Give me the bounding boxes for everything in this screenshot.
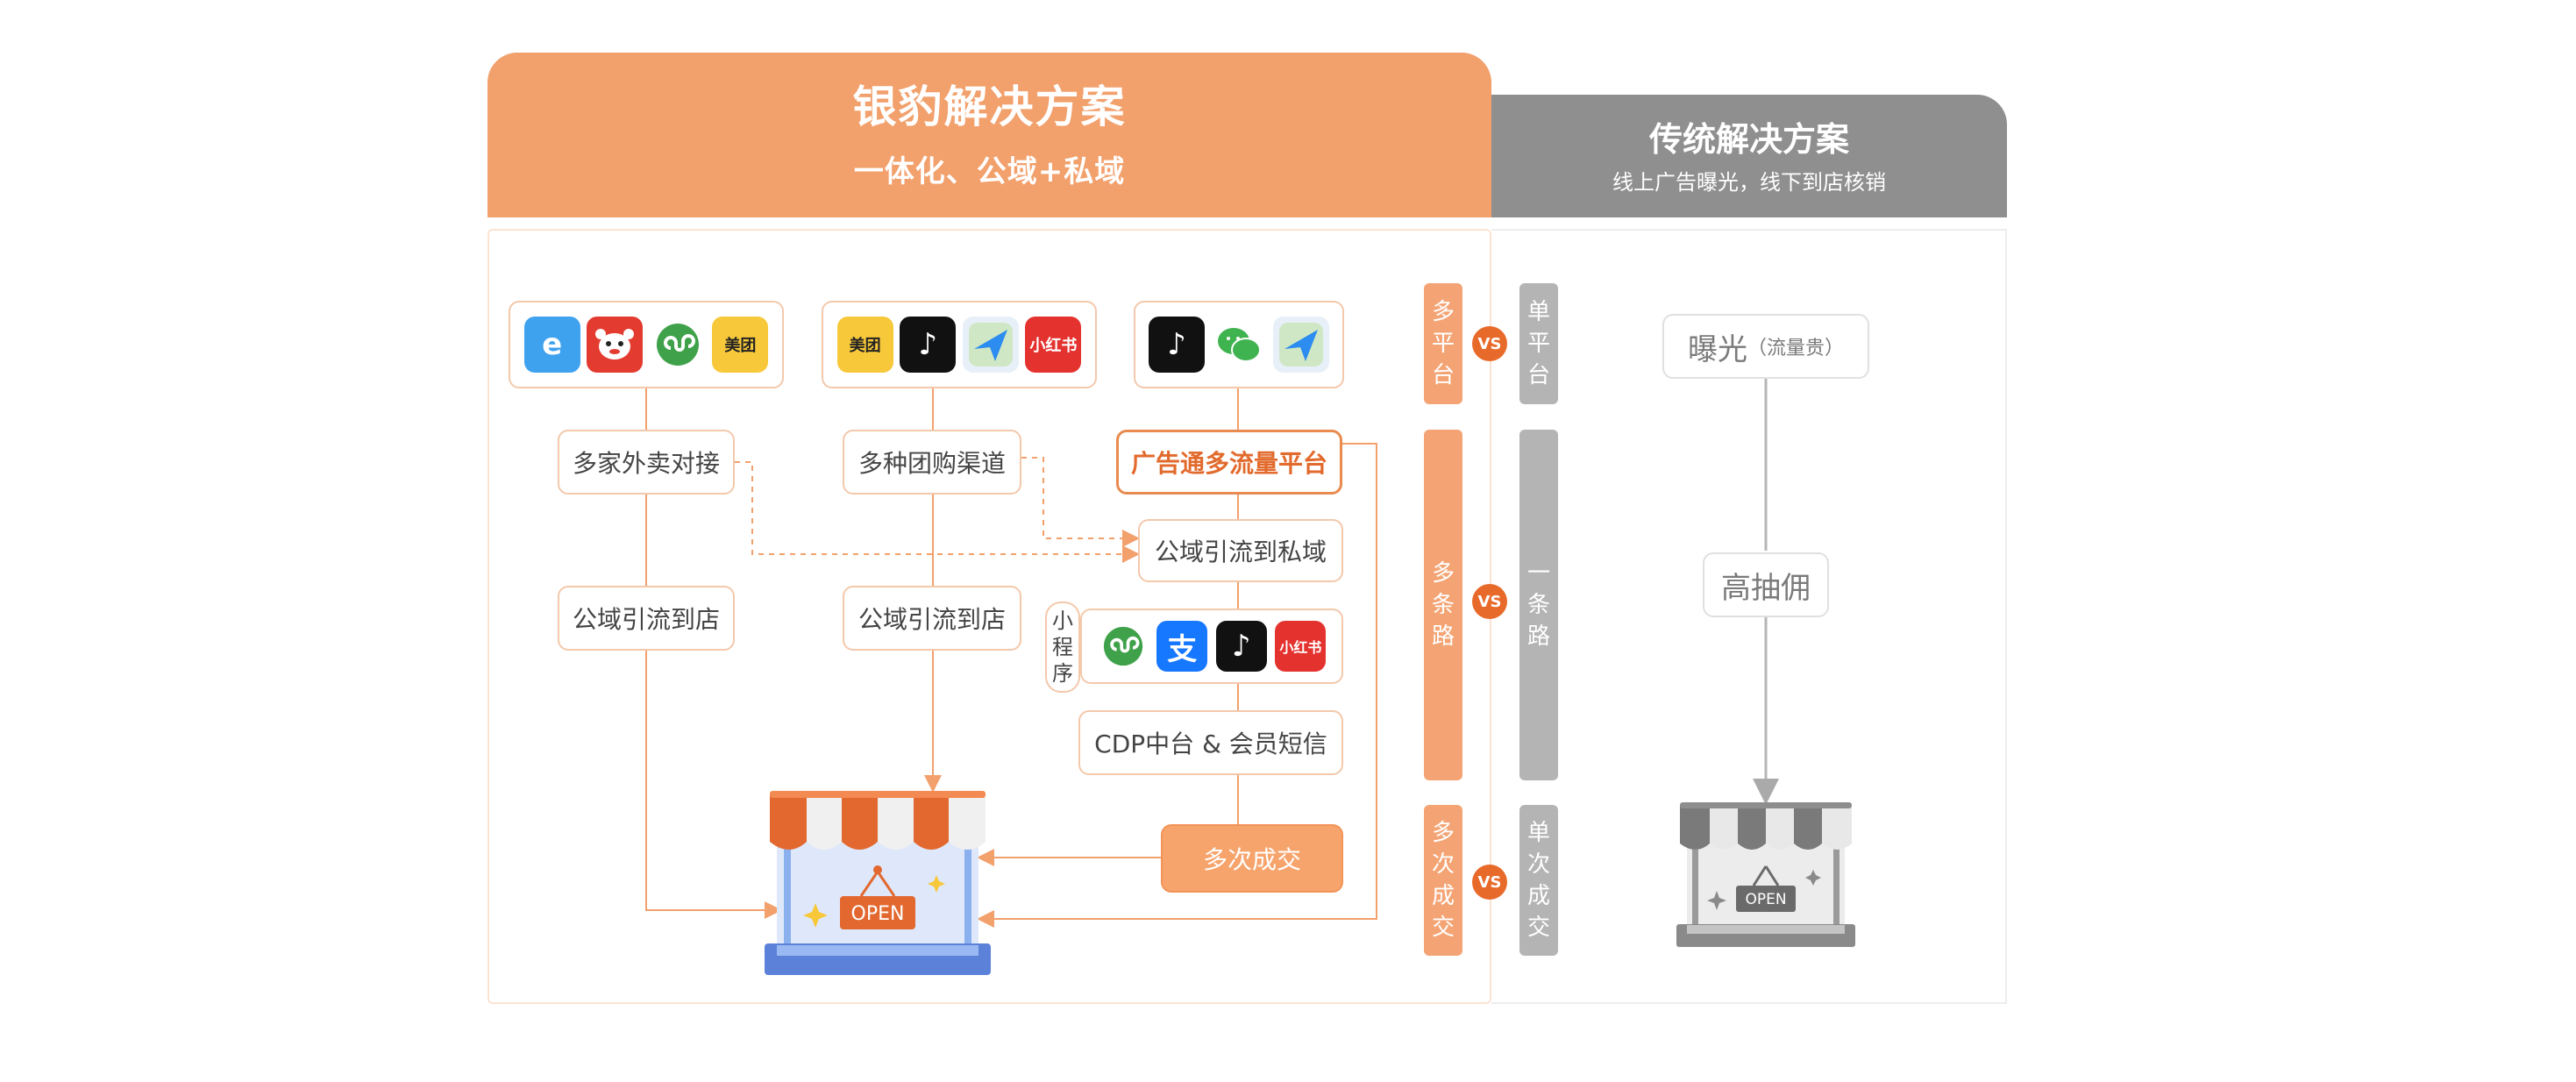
icon-group-ad: ♪	[1134, 301, 1344, 388]
compare-right-3: 单次成交	[1519, 805, 1558, 956]
node-takeaway: 多家外卖对接	[558, 430, 735, 495]
node-high-commission: 高抽佣	[1703, 552, 1829, 617]
mini-program-label: 小程序	[1045, 602, 1080, 693]
compare-right-2: 一条路	[1519, 430, 1558, 780]
shop-open-sign: OPEN	[851, 903, 905, 925]
compare-left-2: 多条路	[1424, 430, 1462, 780]
xiaohongshu-icon: 小红书	[1275, 621, 1327, 672]
ele-icon: e	[523, 317, 580, 373]
icon-group-mini-program: 支 ♪ 小红书	[1080, 609, 1343, 684]
compare-left-1: 多平台	[1424, 283, 1462, 404]
traditional-solution-subtitle: 线上广告曝光，线下到店核销	[1612, 170, 1886, 195]
mini-program-icon	[1097, 621, 1149, 672]
node-multiple-deals: 多次成交	[1161, 824, 1343, 893]
jd-daojia-icon	[587, 317, 644, 373]
node-cdp: CDP中台 & 会员短信	[1078, 710, 1343, 775]
traditional-shop-open-sign: OPEN	[1745, 891, 1786, 908]
vs-badge-2: VS	[1472, 584, 1507, 619]
node-private-domain: 公域引流到私域	[1138, 519, 1343, 582]
smart-solution-subtitle: 一体化、公域+私域	[853, 154, 1126, 189]
alipay-icon: 支	[1156, 621, 1208, 672]
icon-group-takeaway: e 美团	[509, 301, 784, 388]
amap-icon	[962, 317, 1019, 373]
traditional-store-icon: OPEN	[1676, 800, 1855, 947]
douyin-icon: ♪	[1149, 317, 1205, 373]
compare-left-3: 多次成交	[1424, 805, 1462, 956]
douyin-icon: ♪	[900, 317, 957, 373]
vs-badge-1: VS	[1472, 326, 1507, 361]
wechat-icon	[1211, 317, 1267, 373]
meituan-icon: 美团	[836, 317, 893, 373]
xiaohongshu-icon: 小红书	[1025, 317, 1082, 373]
smart-solution-title: 银豹解决方案	[852, 82, 1127, 132]
douyin-icon: ♪	[1215, 621, 1267, 672]
traditional-solution-title: 传统解决方案	[1648, 120, 1849, 159]
icon-group-groupbuy: 美团 ♪ 小红书	[822, 301, 1097, 388]
node-store-2: 公域引流到店	[843, 586, 1021, 651]
smart-solution-header: 银豹解决方案 一体化、公域+私域	[487, 53, 1491, 217]
store-open-icon: OPEN	[765, 787, 991, 975]
compare-right-1: 单平台	[1519, 283, 1558, 404]
traditional-solution-header: 传统解决方案 线上广告曝光，线下到店核销	[1491, 95, 2007, 217]
node-ad-platform: 广告通多流量平台	[1116, 430, 1342, 495]
node-exposure: 曝光 （流量贵）	[1662, 314, 1869, 379]
vs-badge-3: VS	[1472, 865, 1507, 900]
node-store-1: 公域引流到店	[558, 586, 735, 651]
meituan-icon: 美团	[712, 317, 769, 373]
node-groupbuy: 多种团购渠道	[843, 430, 1021, 495]
mini-program-icon	[649, 317, 706, 373]
amap-icon	[1273, 317, 1329, 373]
